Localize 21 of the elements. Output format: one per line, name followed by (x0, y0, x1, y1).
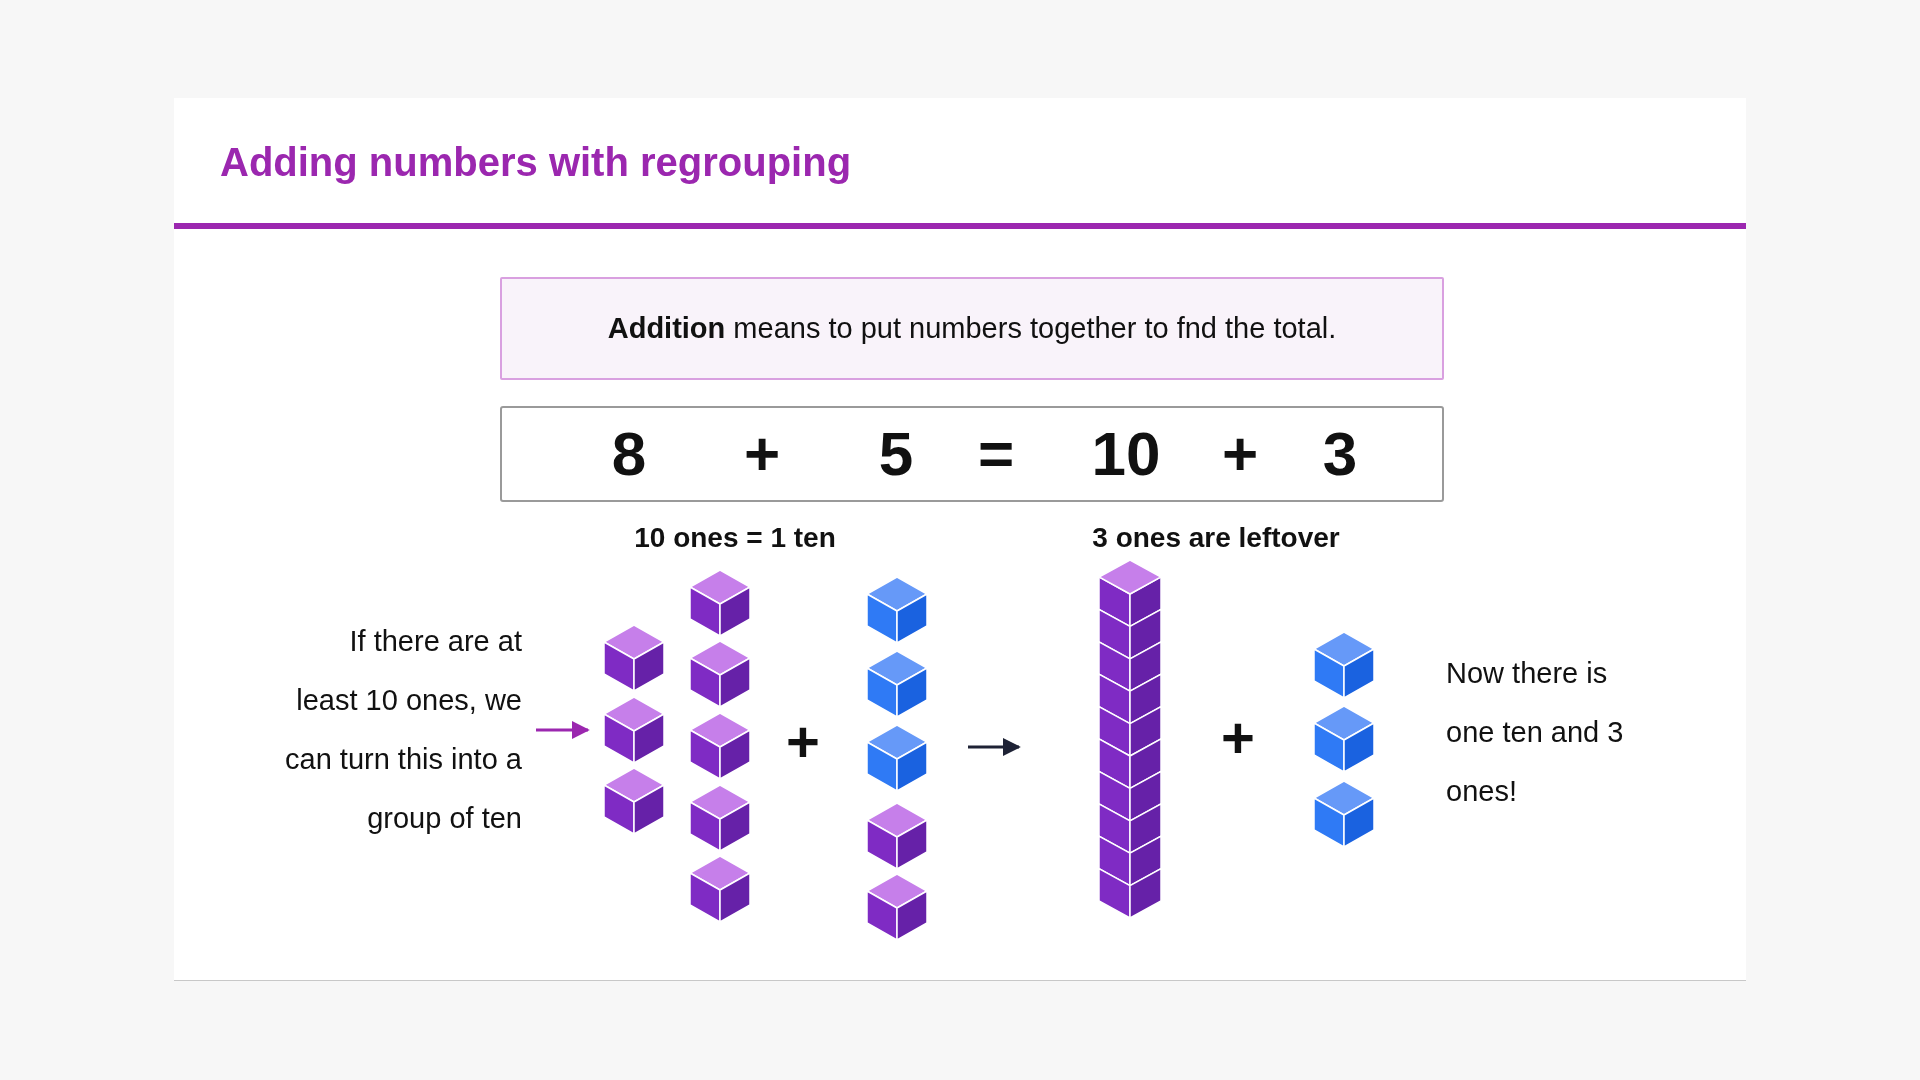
cube-column-drawing (1313, 632, 1375, 848)
plus-sign: + (786, 713, 820, 771)
equation-term: 5 (878, 423, 914, 485)
equation-term: + (1221, 423, 1259, 485)
group-heading: 10 ones = 1 ten (634, 522, 836, 554)
equation-term: 8 (611, 423, 647, 485)
equation-term: = (977, 423, 1015, 485)
group-heading: 3 ones are leftover (1092, 522, 1340, 554)
equation-term: 3 (1322, 423, 1358, 485)
slide-title: Adding numbers with regrouping (220, 140, 852, 185)
equation-box (500, 406, 1444, 502)
arrow (968, 738, 1021, 756)
arrow (536, 721, 590, 739)
equation-term: + (743, 423, 781, 485)
equation-term: 10 (1091, 423, 1161, 485)
definition-text: Addition means to put numbers together to fnd the total. (607, 312, 1337, 345)
definition-box (500, 277, 1444, 380)
explanation-text: If there are at least 10 ones, we can turn this into a group of ten (282, 612, 522, 848)
explanation-text: Now there is one ten and 3 ones! (1446, 644, 1636, 821)
plus-sign: + (1221, 709, 1255, 767)
cube-column-drawing (866, 577, 928, 941)
